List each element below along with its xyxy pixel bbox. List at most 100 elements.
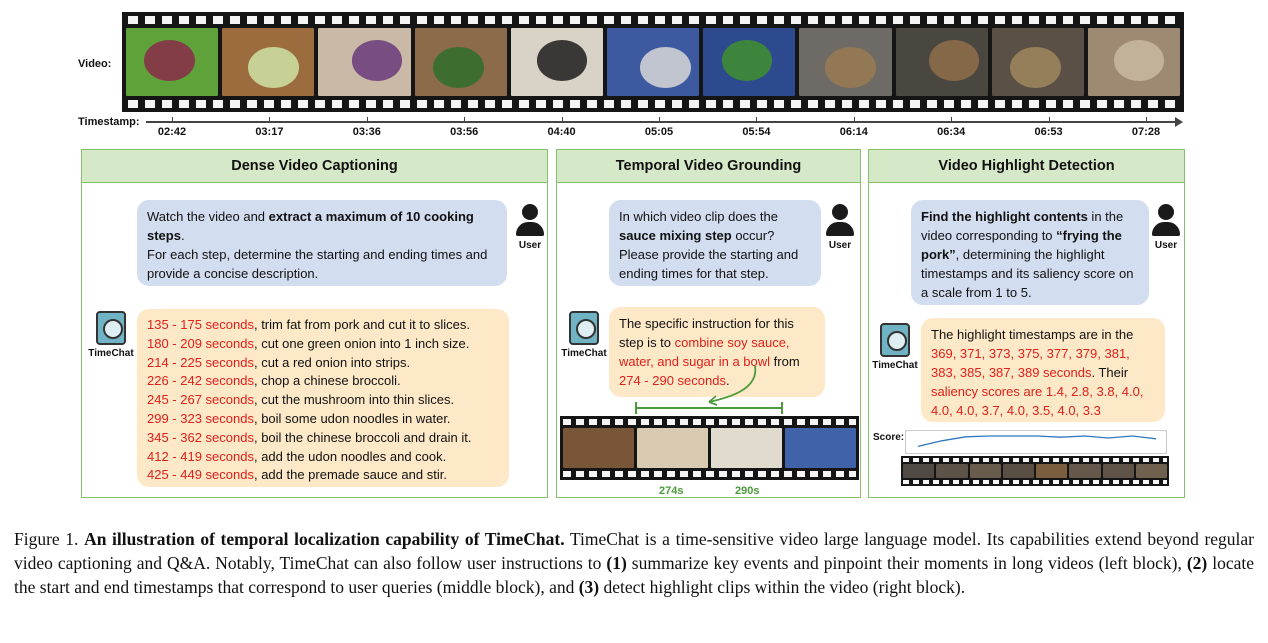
video-frame bbox=[222, 28, 315, 96]
user-label: User bbox=[1154, 240, 1178, 251]
step-time-range: 425 - 449 seconds bbox=[147, 467, 254, 483]
timechat-avatar: TimeChat bbox=[868, 323, 922, 371]
caption-step: 180 - 209 seconds, cut one green onion i… bbox=[147, 335, 499, 354]
caption-step: 345 - 362 seconds, boil the chinese broc… bbox=[147, 429, 499, 448]
timestamp-label: 06:34 bbox=[937, 126, 966, 138]
text-run: . Their bbox=[1091, 365, 1129, 380]
step-description: , add the premade sauce and stir. bbox=[253, 467, 447, 483]
user-avatar: User bbox=[1148, 204, 1184, 251]
highlighted-answer-text: 274 - 290 seconds bbox=[619, 373, 726, 388]
caption-step: 425 - 449 seconds, add the premade sauce… bbox=[147, 466, 499, 485]
video-frame bbox=[606, 28, 700, 96]
clip-frame bbox=[936, 464, 968, 478]
video-frame bbox=[318, 28, 411, 96]
timestamp-label: 06:53 bbox=[1034, 126, 1063, 138]
step-description: , add the udon noodles and cook. bbox=[253, 448, 447, 464]
step-description: , trim fat from pork and cut it to slice… bbox=[253, 317, 470, 332]
panel-title: Dense Video Captioning bbox=[82, 150, 547, 183]
timestamp-label: 02:42 bbox=[157, 126, 187, 138]
step-time-range: 135 - 175 seconds bbox=[147, 317, 254, 332]
step-time-range: 214 - 225 seconds bbox=[147, 354, 254, 370]
timechat-label: TimeChat bbox=[872, 360, 918, 371]
user-avatar: User bbox=[512, 204, 548, 251]
emphasized-text: (1) bbox=[606, 553, 627, 573]
timestamp-label: Timestamp: bbox=[78, 116, 140, 128]
text-run: in the video corresponding to bbox=[921, 209, 1124, 243]
video-frame bbox=[703, 28, 796, 96]
curved-arrow-icon bbox=[708, 365, 756, 406]
clip-frame bbox=[637, 428, 708, 468]
video-frame bbox=[414, 28, 507, 96]
clip-frame bbox=[711, 428, 782, 468]
step-description: , cut one green onion into 1 inch size. bbox=[253, 335, 470, 351]
clip-frame bbox=[1036, 464, 1068, 478]
panel-dense-video-captioning: Dense Video Captioning Watch the video a… bbox=[81, 149, 548, 498]
timechat-label: TimeChat bbox=[88, 348, 134, 359]
highlighted-answer-text: combine soy sauce, water, and sugar in a… bbox=[619, 335, 790, 369]
clip-frame bbox=[563, 428, 634, 468]
text-run: The highlight timestamps are in the bbox=[931, 327, 1134, 342]
text-run: . bbox=[725, 373, 730, 388]
caption-step: 299 - 323 seconds, boil some udon noodle… bbox=[147, 410, 499, 429]
video-frame bbox=[126, 28, 219, 96]
timechat-avatar: TimeChat bbox=[557, 311, 611, 359]
timestamp-tick bbox=[951, 117, 953, 122]
clip-frame bbox=[1135, 464, 1167, 478]
clip-frame bbox=[1002, 464, 1034, 478]
figure-caption: Figure 1. An illustration of temporal lo… bbox=[14, 527, 1254, 599]
timestamp-tick bbox=[269, 117, 271, 122]
timestamp-label: 03:36 bbox=[352, 126, 381, 138]
timestamp-label: 03:17 bbox=[255, 126, 284, 138]
clip-frame bbox=[969, 464, 1001, 478]
end-time-label: 290s bbox=[735, 485, 760, 497]
emphasized-text: sauce mixing step bbox=[619, 228, 732, 243]
clip-frame bbox=[1102, 464, 1134, 478]
robot-icon bbox=[569, 311, 599, 345]
timestamp-label: 04:40 bbox=[547, 126, 576, 138]
grounding-answer-bubble: The specific instruction for this step i… bbox=[609, 307, 825, 397]
timestamp-tick bbox=[561, 117, 563, 122]
caption-step: 226 - 242 seconds, chop a chinese brocco… bbox=[147, 372, 499, 391]
text-run: locate the start and end timestamps that… bbox=[14, 553, 1254, 597]
step-time-range: 245 - 267 seconds bbox=[147, 392, 254, 408]
step-description: , boil some udon noodles in water. bbox=[253, 410, 451, 426]
video-frame bbox=[991, 28, 1084, 96]
user-icon bbox=[522, 204, 538, 220]
step-time-range: 412 - 419 seconds bbox=[147, 448, 254, 464]
video-frame bbox=[799, 28, 892, 96]
highlighted-answer-text: saliency scores are 1.4, 2.8, 3.8, 4.0, … bbox=[931, 384, 1144, 418]
caption-title: An illustration of temporal localization… bbox=[84, 529, 565, 549]
clip-frame bbox=[1069, 464, 1101, 478]
highlighted-answer-text: 369, 371, 373, 375, 377, 379, 381, 383, … bbox=[931, 346, 1130, 380]
text-run: , determining the highlight timestamps a… bbox=[921, 247, 1134, 300]
caption-step: 245 - 267 seconds, cut the mushroom into… bbox=[147, 391, 499, 410]
robot-icon bbox=[880, 323, 910, 357]
timechat-avatar: TimeChat bbox=[84, 311, 138, 359]
emphasized-text: Find the highlight contents bbox=[921, 209, 1088, 224]
panel-video-highlight-detection: Video Highlight Detection Find the highl… bbox=[868, 149, 1185, 498]
start-time-label: 274s bbox=[659, 485, 684, 497]
captioning-answer-bubble: 135 - 175 seconds, trim fat from pork an… bbox=[137, 309, 509, 487]
timestamp-label: 05:54 bbox=[742, 126, 771, 138]
robot-icon bbox=[96, 311, 126, 345]
timestamp-label: 03:56 bbox=[450, 126, 479, 138]
user-icon bbox=[1158, 204, 1174, 220]
text-run: For each step, determine the starting an… bbox=[147, 247, 488, 281]
film-perforations-top bbox=[128, 16, 1178, 24]
timestamp-tick bbox=[1048, 117, 1050, 122]
step-description: , cut a red onion into strips. bbox=[253, 354, 411, 370]
text-run: . bbox=[180, 228, 185, 243]
timestamp-tick bbox=[853, 117, 855, 122]
timestamp-tick bbox=[366, 117, 368, 122]
step-time-range: 299 - 323 seconds bbox=[147, 410, 254, 426]
score-label: Score: bbox=[873, 432, 905, 443]
emphasized-text: “frying the pork” bbox=[921, 228, 1122, 262]
user-avatar: User bbox=[822, 204, 858, 251]
emphasized-text: (3) bbox=[578, 577, 600, 597]
step-time-range: 345 - 362 seconds bbox=[147, 429, 254, 445]
text-run: TimeChat is a time-sensitive video large… bbox=[14, 529, 1255, 573]
timestamp-tick bbox=[172, 117, 173, 122]
clip-frame bbox=[785, 428, 856, 468]
timestamp-label: 07:28 bbox=[1131, 126, 1161, 138]
user-query-bubble: Find the highlight contents in the video… bbox=[911, 200, 1149, 305]
